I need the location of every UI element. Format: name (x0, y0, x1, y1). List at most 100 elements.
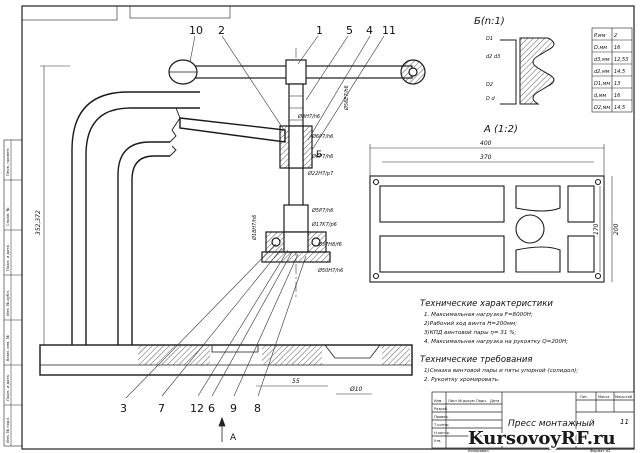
thread-table-value: 14,5 (614, 105, 625, 111)
title-change-label: Дата (490, 399, 499, 403)
title-scale-header: Масштаб (615, 395, 633, 399)
tech-characteristics-item: 3)КПД винтовой пары η= 31 %; (424, 330, 517, 336)
side-stamp-1: Справ. № (5, 207, 10, 226)
callout-7: 7 (158, 402, 165, 415)
callout-6: 6 (208, 402, 215, 415)
title-change-label: Изм. (434, 399, 442, 403)
title-role: Разраб. (434, 407, 448, 411)
dimension-10: Ø10 (349, 386, 363, 393)
format-label: Формат A2 (590, 449, 610, 453)
thread-detail (500, 37, 555, 105)
title-lit-header: Лит. (580, 395, 588, 399)
side-stamp-4: Взам. инв. № (5, 335, 10, 361)
thread-table (591, 27, 633, 113)
fit-label: Ø18H7/h6 (251, 215, 258, 241)
section-marker-b: Б (316, 150, 322, 160)
sheet-number: 11 (620, 418, 629, 426)
dimension-width (369, 144, 613, 282)
callout-2: 2 (218, 24, 225, 37)
thread-table-value: 13 (614, 81, 620, 87)
title-block (431, 391, 635, 449)
title-change-label: № докум. (458, 399, 476, 403)
tech-requirements-title: Технические требования (420, 355, 532, 365)
view-b-title: Б(n:1) (474, 16, 505, 27)
watermark-text: KursovoyRF.ru (468, 428, 616, 449)
view-a-arrow-label: А (230, 433, 237, 443)
corner-stamp (21, 5, 118, 21)
thread-table-key: d,мм (594, 93, 607, 99)
fit-label: Ø6P7/h6 (311, 153, 333, 160)
title-role: Утв. (434, 439, 442, 443)
watermark: KursovoyRF.ru KursovoyRF.ru (466, 426, 618, 451)
thread-dim: D2 (486, 82, 493, 88)
fit-label: Ø5P7/h6 (311, 207, 333, 214)
tech-requirements-item: 2. Рукоятку хромировать. (424, 377, 500, 383)
thread-table-value: 16 (614, 45, 620, 51)
side-stamp-2: Подп. и дата (5, 245, 10, 271)
title-role: Провер. (434, 415, 449, 419)
callout-9: 9 (230, 402, 237, 415)
thread-dim: D1 (486, 36, 493, 42)
tech-characteristics-item: 4. Максимальная нагрузка на рукоятку Q=2… (424, 339, 568, 345)
tech-characteristics-title: Технические характеристики (420, 299, 553, 309)
thread-table-key: P,мм (594, 33, 606, 39)
thread-table-value: 14,5 (614, 69, 625, 75)
callout-11: 11 (382, 24, 396, 37)
fit-label: Ø17K7/p6 (311, 221, 337, 228)
press-body (39, 91, 413, 376)
thread-dim: d2 d3 (486, 54, 500, 60)
screw-assembly (168, 59, 426, 263)
title-role: Н.контр. (434, 431, 450, 435)
thread-dim: D d (486, 96, 495, 102)
view-a-title: А (1:2) (483, 124, 518, 135)
fit-label: Ø8H7/h6 (297, 113, 320, 120)
thread-table-value: 2 (614, 33, 617, 39)
fit-label: Ø6P7/h6 (311, 133, 333, 140)
side-stamp-3: Инв. № дубл. (5, 290, 10, 316)
side-stamp-column: Перв. примен. Справ. № Подп. и дата Инв.… (3, 139, 23, 447)
corner-stamp-2 (129, 5, 231, 19)
thread-table-key: d3,мм (594, 57, 610, 63)
side-stamp-0: Перв. примен. (5, 147, 10, 176)
tech-characteristics-item: 2)Рабочий ход винта H=200мм; (424, 321, 517, 327)
copied-label: Копировал (468, 449, 489, 453)
callout-3: 3 (120, 402, 127, 415)
callout-5: 5 (346, 24, 353, 37)
dimension-height-total: 352,372 (35, 210, 42, 235)
dimension-400: 400 (480, 140, 492, 147)
thread-table-key: D,мм (594, 45, 607, 51)
thread-table-key: D2,мм (594, 105, 610, 111)
title-change-label: Лист (448, 399, 457, 403)
fit-label: Ø50H7/h6 (317, 267, 343, 274)
thread-table-key: d2,мм (594, 69, 610, 75)
drawing-title: Пресс монтажный (508, 419, 595, 429)
dimension-200: 200 (613, 223, 620, 235)
thread-table-value: 16 (614, 93, 620, 99)
base-section-hatch-2 (262, 345, 322, 365)
callout-10: 10 (189, 24, 203, 37)
callout-8: 8 (254, 402, 261, 415)
dimension-370: 370 (480, 154, 492, 161)
dimension-vertical (40, 65, 70, 346)
watermark-halo: KursovoyRF.ru (468, 428, 616, 449)
side-stamp-6: Инв. № подл. (5, 417, 10, 443)
thread-table-key: D1,мм (594, 81, 610, 87)
base-section-hatch (138, 345, 210, 365)
title-role: Т.контр. (433, 423, 450, 427)
callout-4: 4 (366, 24, 373, 37)
base-plate-top-view (369, 175, 605, 283)
title-mass-header: Масса (598, 395, 609, 399)
title-change-label: Подп. (476, 399, 487, 403)
fit-label: Ø56E7/h6 (343, 85, 350, 111)
dimension-55: 55 (292, 378, 300, 385)
callout-12: 12 (190, 402, 204, 415)
base-section-hatch-3 (382, 345, 410, 365)
view-a-arrow (218, 416, 226, 442)
leader-lines (125, 35, 385, 399)
tech-characteristics-item: 1. Максимальная нагрузка F=8000Н; (424, 312, 533, 318)
thread-table-value: 12,53 (614, 57, 628, 63)
callout-1: 1 (316, 24, 323, 37)
dimension-170: 170 (593, 223, 600, 235)
tech-requirements-item: 1)Смазка винтовой пары и пяты упорной (с… (424, 368, 578, 374)
